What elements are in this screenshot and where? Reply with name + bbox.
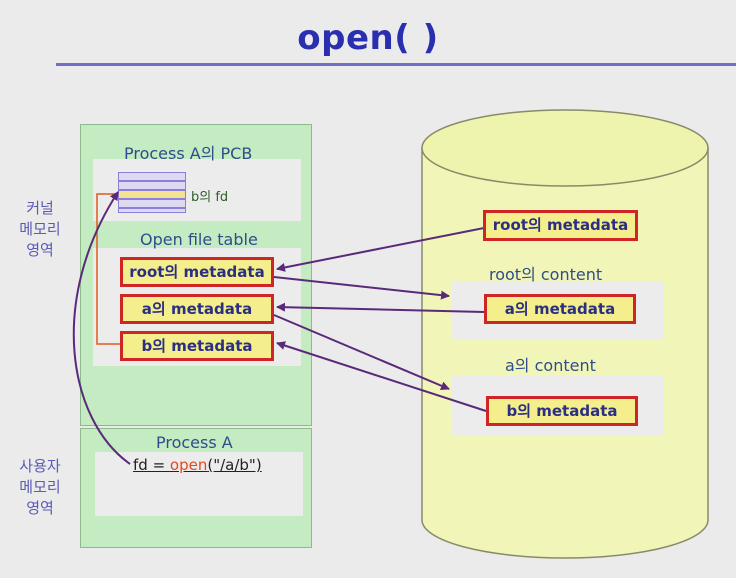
page-title: open( )	[297, 18, 439, 58]
fd-pointer-line	[96, 193, 120, 345]
disk-root-metadata: root의 metadata	[483, 210, 638, 241]
pcb-title: Process A의 PCB	[124, 144, 253, 163]
code-args: ("/a/b")	[207, 456, 262, 474]
process-a-title: Process A	[156, 433, 233, 452]
code-open-call: open	[169, 456, 208, 474]
user-memory-label: 사용자 메모리 영역	[19, 457, 61, 517]
pcb-row	[118, 199, 186, 208]
root-content-title: root의 content	[489, 265, 603, 284]
b-load-arrow	[276, 341, 487, 412]
disk-b-metadata: b의 metadata	[486, 396, 638, 426]
open-call-arrow	[72, 191, 131, 465]
a-load-arrow	[276, 302, 485, 313]
pcb-row	[118, 208, 186, 213]
oft-entry-b: b의 metadata	[120, 331, 274, 361]
disk-cylinder	[421, 109, 709, 559]
oft-entry-a: a의 metadata	[120, 294, 274, 324]
fd-label: b의 fd	[191, 190, 229, 205]
pcb-row	[118, 172, 186, 181]
root-content-arrow	[273, 276, 450, 300]
kernel-memory-label: 커널 메모리 영역	[19, 199, 61, 259]
a-content-title: a의 content	[505, 356, 596, 375]
disk-a-metadata: a의 metadata	[484, 294, 636, 324]
title-divider	[56, 63, 736, 66]
pcb-row	[118, 181, 186, 190]
root-load-arrow	[276, 227, 485, 272]
a-content-arrow	[273, 314, 450, 391]
open-call-code: fd = open("/a/b")	[133, 456, 262, 474]
open-file-table-title: Open file table	[140, 230, 258, 249]
code-prefix: fd =	[133, 456, 170, 474]
oft-entry-root: root의 metadata	[120, 257, 274, 287]
